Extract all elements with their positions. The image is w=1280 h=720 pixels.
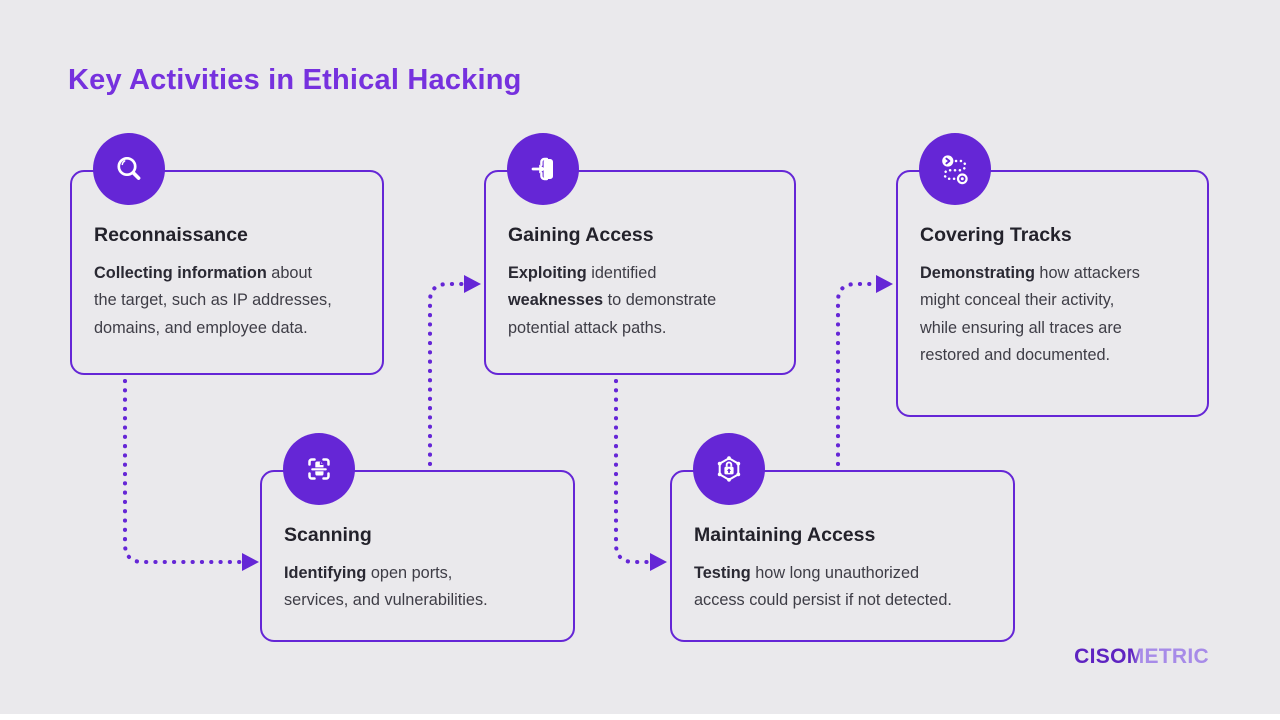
brand-logo: CISOMETRIC <box>1074 645 1209 669</box>
door-enter-icon <box>531 157 553 181</box>
reconnaissance-icon-badge <box>93 133 165 205</box>
card-body: Collecting information about the target,… <box>94 264 332 337</box>
brand-logo-prefix: CISO <box>1074 645 1127 668</box>
card-body: Testing how long unauthorized access cou… <box>694 564 952 610</box>
card-body: Identifying open ports, services, and vu… <box>284 564 488 610</box>
arrow-reconnaissance-to-scanning <box>122 378 259 571</box>
card-scanning: Scanning Identifying open ports, service… <box>260 433 575 642</box>
brand-logo-suffix: ETRIC <box>1144 645 1209 668</box>
covering-tracks-icon-badge <box>919 133 991 205</box>
arrow-maintaining-access-to-covering-tracks <box>835 275 893 467</box>
maintaining-access-icon-badge <box>693 433 765 505</box>
scan-document-icon <box>308 458 330 480</box>
page-title: Key Activities in Ethical Hacking <box>68 64 522 96</box>
card-maintaining-access: Maintaining Access Testing how long unau… <box>670 433 1015 642</box>
card-reconnaissance: Reconnaissance Collecting information ab… <box>70 133 384 375</box>
brand-logo-mid: M <box>1126 645 1145 668</box>
bottom-strip <box>0 714 1280 720</box>
card-heading: Maintaining Access <box>694 524 876 546</box>
card-heading: Reconnaissance <box>94 224 248 246</box>
card-heading: Scanning <box>284 524 372 546</box>
card-gaining-access: Gaining Access Exploiting identified wea… <box>484 133 796 375</box>
card-covering-tracks: Covering Tracks Demonstrating how attack… <box>896 133 1209 417</box>
card-body: Exploiting identified weaknesses to demo… <box>508 264 717 337</box>
arrow-scanning-to-gaining-access <box>427 275 481 467</box>
hexagon-lock-icon <box>717 456 741 482</box>
card-heading: Gaining Access <box>508 224 654 246</box>
gaining-access-icon-badge <box>507 133 579 205</box>
scanning-icon-badge <box>283 433 355 505</box>
arrow-gaining-access-to-maintaining-access <box>613 378 667 571</box>
route-icon <box>942 155 968 185</box>
card-heading: Covering Tracks <box>920 224 1072 246</box>
card-body: Demonstrating how attackers might concea… <box>920 264 1140 365</box>
magnifier-icon <box>117 156 141 180</box>
